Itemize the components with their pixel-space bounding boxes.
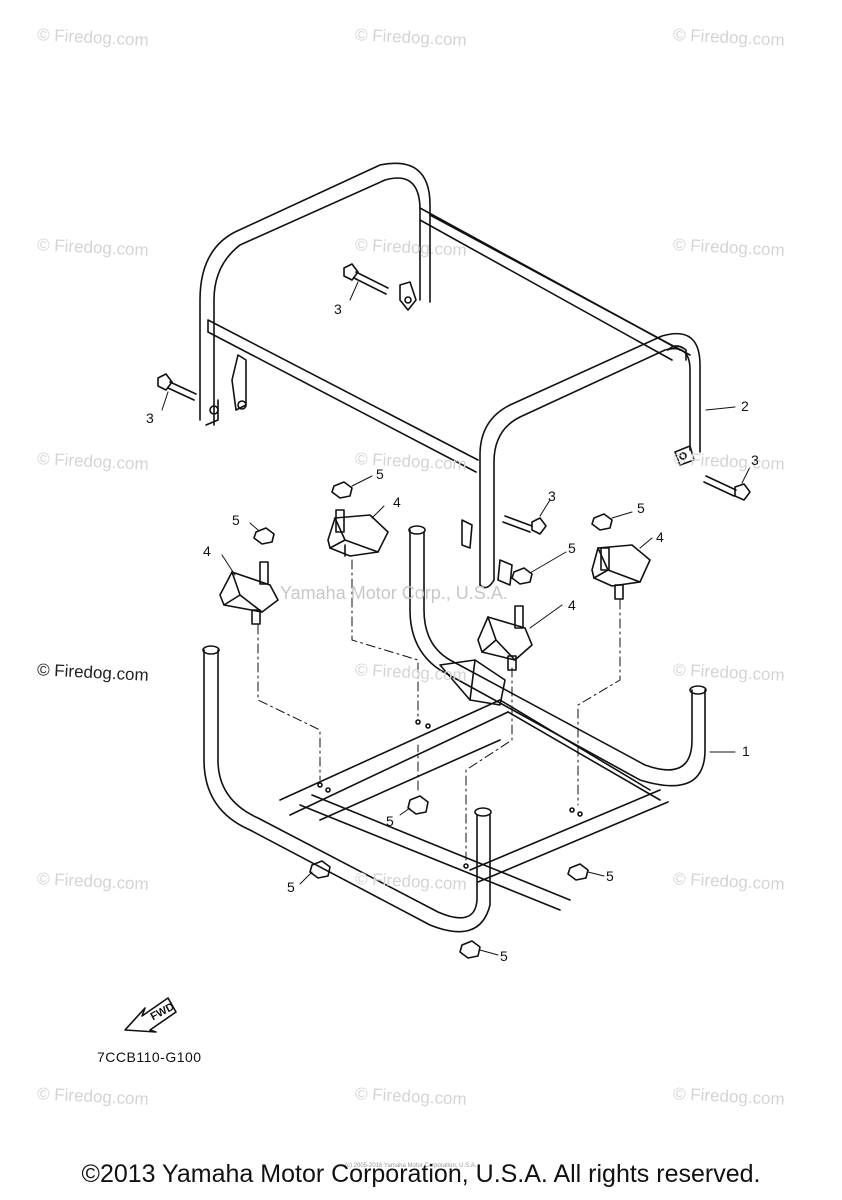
callout-5: 5 <box>287 879 295 895</box>
callout-1: 1 <box>742 743 750 759</box>
callout-4: 4 <box>203 543 211 559</box>
bolt-top-center <box>343 263 389 295</box>
fwd-arrow-icon <box>124 997 177 1033</box>
callout-5: 5 <box>376 466 384 482</box>
tiny-notice: (c) 2005-2016 Yamaha Motor Corporation, … <box>345 1163 477 1169</box>
callout-5: 5 <box>568 540 576 556</box>
callout-3: 3 <box>334 301 342 317</box>
callout-4: 4 <box>393 494 401 510</box>
callout-4: 4 <box>568 597 576 613</box>
bolt-left <box>157 373 197 401</box>
callout-5: 5 <box>232 512 240 528</box>
mount-left <box>219 561 279 625</box>
diagram-code: 7CCB110-G100 <box>97 1049 202 1065</box>
upper-frame <box>199 162 701 589</box>
callout-5: 5 <box>500 948 508 964</box>
callout-5: 5 <box>637 500 645 516</box>
center-watermark: Yamaha Motor Corp., U.S.A. <box>280 583 508 603</box>
assembly-lines <box>257 559 621 861</box>
bolt-right <box>703 475 751 501</box>
callout-5: 5 <box>606 868 614 884</box>
callout-3: 3 <box>751 452 759 468</box>
mount-top <box>327 509 389 557</box>
lower-frame <box>202 525 707 933</box>
mount-right <box>591 544 651 600</box>
callout-3: 3 <box>146 410 154 426</box>
callout-5: 5 <box>386 813 394 829</box>
callout-2: 2 <box>741 398 749 414</box>
copyright-notice: ©2013 Yamaha Motor Corporation, U.S.A. A… <box>81 1160 761 1188</box>
callout-4: 4 <box>656 529 664 545</box>
bolt-mid <box>502 515 547 535</box>
mount-center <box>477 605 533 671</box>
callout-3: 3 <box>548 488 556 504</box>
leader-lines <box>161 281 751 956</box>
nuts <box>253 481 613 959</box>
